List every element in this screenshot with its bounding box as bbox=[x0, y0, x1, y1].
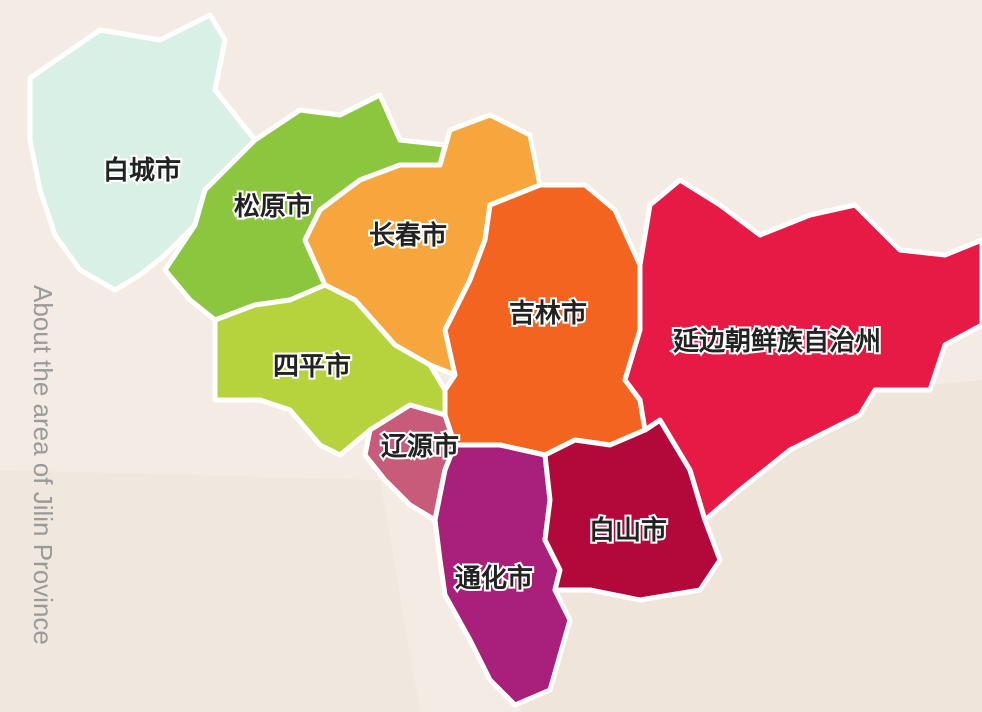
region-yanbian[interactable] bbox=[622, 177, 982, 523]
label-liaoyuan: 辽源市 bbox=[381, 431, 459, 462]
label-yanbian: 延边朝鲜族自治州 bbox=[672, 326, 881, 357]
label-siping: 四平市 bbox=[273, 351, 351, 382]
label-jilin: 吉林市 bbox=[509, 298, 587, 329]
label-baishan: 白山市 bbox=[589, 515, 667, 546]
labels-layer: 白城市 松原市 长春市 四平市 辽源市 吉林市 通化市 白山市 延边朝鲜族自治州 bbox=[101, 153, 883, 596]
region-baishan[interactable] bbox=[542, 417, 723, 603]
label-changchun: 长春市 bbox=[369, 220, 447, 251]
label-songyuan: 松原市 bbox=[234, 191, 312, 222]
label-tonghua: 通化市 bbox=[455, 563, 533, 594]
label-baicheng: 白城市 bbox=[103, 155, 181, 186]
regions-layer bbox=[27, 12, 982, 708]
side-caption: About the area of Jilin Province bbox=[28, 285, 58, 645]
